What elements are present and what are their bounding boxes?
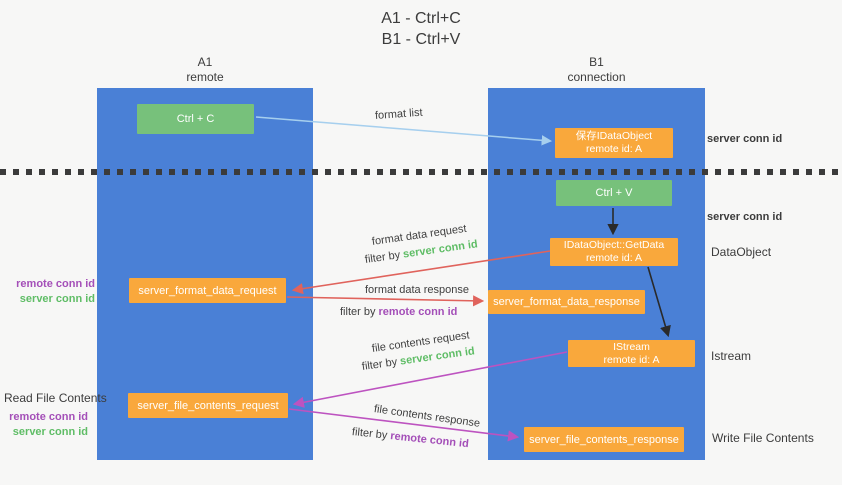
node-save-idataobject: 保存IDataObject remote id: A [555, 128, 673, 158]
left-conn-id-cluster-1: remote conn id server conn id [7, 277, 95, 307]
node-istream: IStream remote id: A [568, 340, 695, 367]
label-format-data-response: format data response [365, 284, 469, 296]
remote-conn-id-text: remote conn id [378, 306, 458, 318]
node-save-idataobject-remote-id: remote id: A [585, 143, 643, 155]
right-label-dataobject: DataObject [711, 245, 772, 259]
right-label-istream: Istream [711, 349, 752, 363]
lifeline-a1-role: remote [186, 70, 224, 84]
node-idataobject-getdata: IDataObject::GetData remote id: A [550, 238, 678, 266]
lifeline-b1-role: connection [567, 70, 626, 84]
node-save-idataobject-title: 保存IDataObject [575, 130, 653, 142]
phase-separator-dotted-line [0, 169, 842, 175]
node-istream-title: IStream [613, 340, 650, 353]
left-label-read-file-contents: Read File Contents [4, 391, 107, 405]
right-label-write-file-contents: Write File Contents [712, 431, 814, 445]
left-label-remote-conn-id-2: remote conn id [9, 411, 88, 423]
lifeline-a1-id: A1 [197, 55, 213, 69]
remote-conn-id-text: remote conn id [389, 430, 470, 451]
lifeline-b1-id: B1 [589, 55, 604, 69]
label-file-contents-response: file contents response [373, 403, 481, 430]
right-label-server-conn-id-1: server conn id [707, 133, 783, 145]
arrow-format-data-response [286, 295, 485, 307]
node-server-file-contents-request: server_file_contents_request [128, 393, 288, 418]
node-istream-remote-id: remote id: A [603, 353, 660, 366]
node-server-format-data-request-label: server_format_data_request [138, 284, 277, 297]
label-filter-by-remote-conn-id-2: filter by remote conn id [351, 426, 469, 450]
node-server-file-contents-response: server_file_contents_response [524, 427, 684, 452]
left-label-server-conn-id-2: server conn id [12, 426, 88, 438]
node-ctrl-c: Ctrl + C [137, 104, 254, 134]
node-server-format-data-request: server_format_data_request [129, 278, 286, 303]
filter-by-text: filter by [351, 426, 391, 442]
lifeline-header-a1: A1 remote [97, 55, 313, 85]
node-server-format-data-response: server_format_data_response [488, 290, 645, 314]
node-server-file-contents-response-label: server_file_contents_response [529, 433, 679, 446]
label-filter-by-remote-conn-id-1: filter by remote conn id [340, 306, 457, 318]
title-line-2: B1 - Ctrl+V [381, 31, 461, 48]
node-ctrl-v-label: Ctrl + V [595, 187, 633, 199]
label-format-list: format list [374, 106, 423, 122]
node-getdata-remote-id: remote id: A [585, 252, 643, 264]
left-label-remote-conn-id-1: remote conn id [16, 278, 95, 290]
right-label-server-conn-id-2: server conn id [707, 211, 783, 223]
diagram-title: A1 - Ctrl+C B1 - Ctrl+V [0, 8, 842, 50]
filter-by-text: filter by [364, 248, 404, 266]
filter-by-text: filter by [361, 355, 401, 373]
node-server-file-contents-request-label: server_file_contents_request [137, 399, 279, 412]
filter-by-text: filter by [340, 306, 379, 318]
left-conn-id-cluster-2: remote conn id server conn id [7, 410, 88, 440]
lifeline-header-b1: B1 connection [488, 55, 705, 85]
node-ctrl-v: Ctrl + V [556, 180, 672, 206]
node-ctrl-c-label: Ctrl + C [176, 113, 215, 125]
title-line-1: A1 - Ctrl+C [381, 10, 461, 27]
left-label-server-conn-id-1: server conn id [19, 293, 95, 305]
node-getdata-title: IDataObject::GetData [563, 239, 665, 251]
node-server-format-data-response-label: server_format_data_response [493, 296, 640, 308]
